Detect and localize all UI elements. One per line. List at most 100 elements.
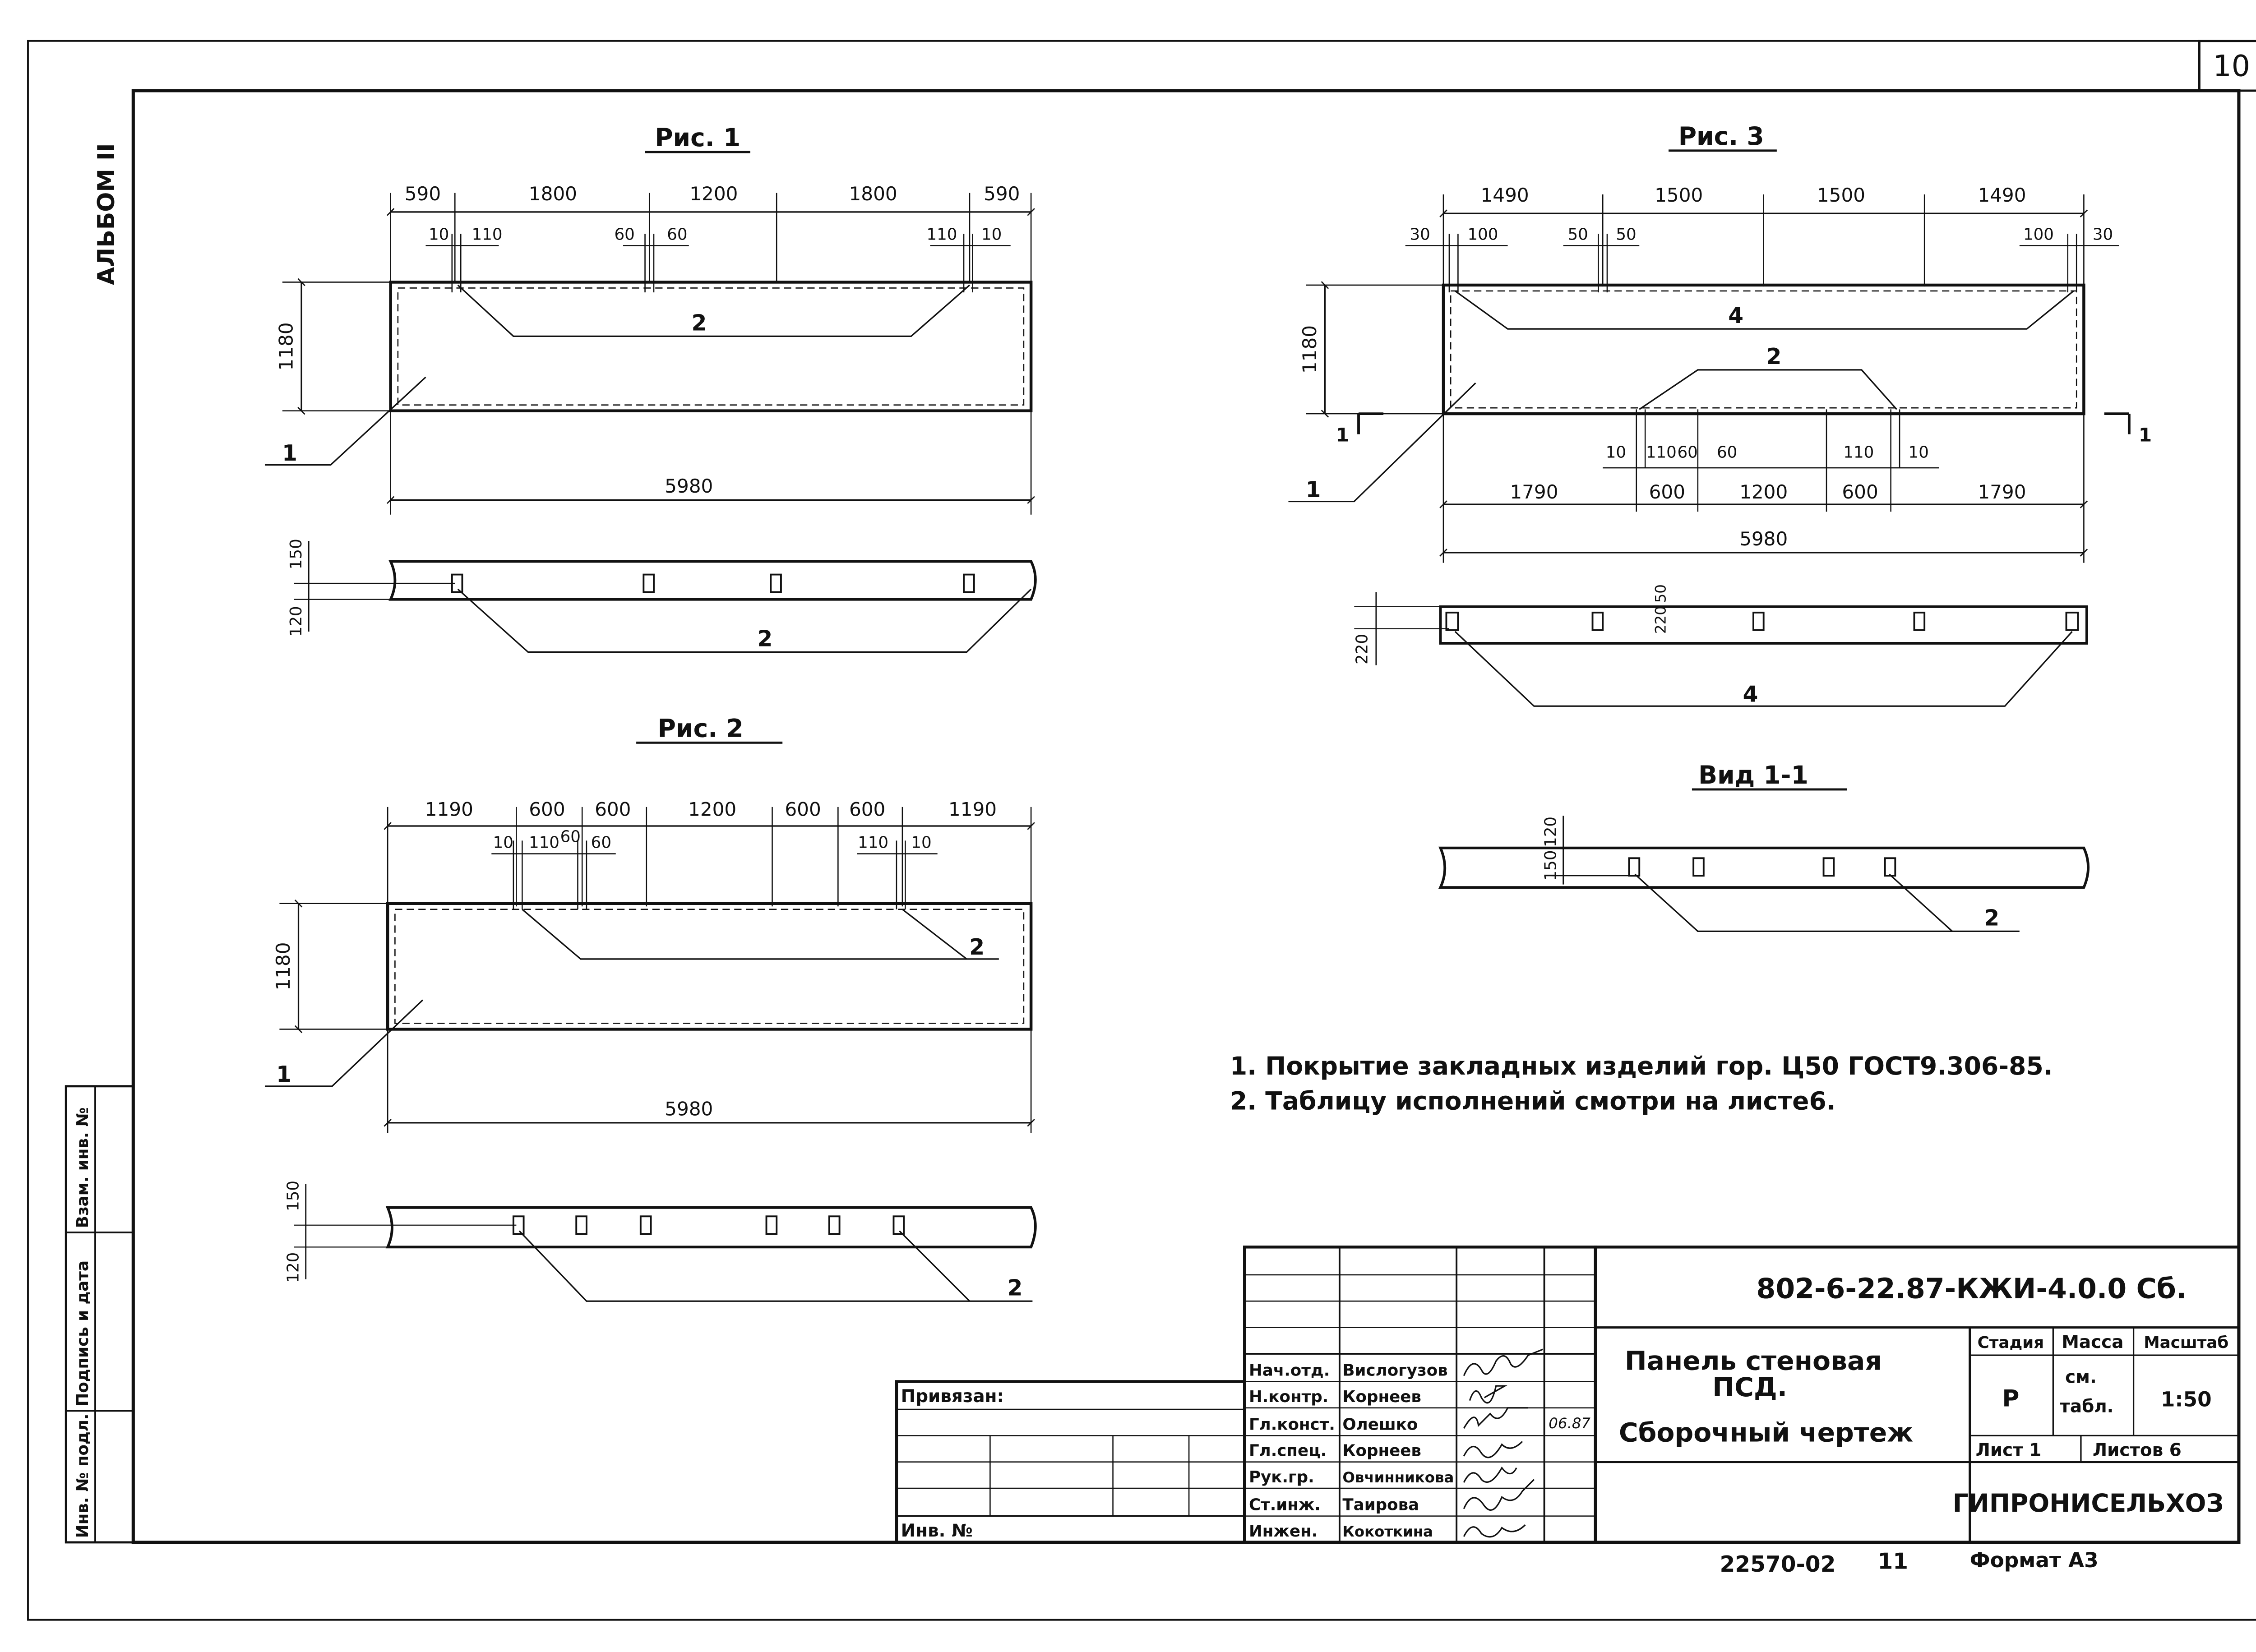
role-label: Рук.гр.	[1249, 1468, 1314, 1486]
mass-value-2: табл.	[2060, 1397, 2113, 1417]
fig3-section-mark: 1	[2139, 424, 2152, 446]
fig2-dim: 1200	[688, 798, 736, 820]
side-stamp: Взам. инв. № Подпись и дата Инв. № подл.	[65, 1085, 134, 1544]
fig1-leader-2: 2	[692, 310, 707, 336]
fig3-dim: 1500	[1817, 184, 1865, 206]
fig3-length-dim: 5980	[1739, 528, 1788, 550]
fig2-leader-2: 2	[969, 935, 985, 960]
fig2-subdim: 10	[911, 834, 931, 852]
note-2: 2. Таблицу исполнений смотри на листе6.	[1230, 1087, 1836, 1116]
stamp-podpis: Подпись и дата	[74, 1260, 92, 1407]
drawing-title-3: Сборочный чертеж	[1619, 1417, 1913, 1448]
fig1-side-leader: 2	[757, 626, 772, 651]
figure-2: Рис. 2 1190 600 600 1200 600 600 1190 10…	[264, 714, 1037, 1302]
fig2-subdim: 110	[529, 834, 559, 852]
fig1-leader-1: 1	[282, 441, 297, 466]
fig3-bottom-dim: 1790	[1978, 481, 2026, 503]
fig2-title: Рис. 2	[658, 714, 744, 743]
fig3-leader-4: 4	[1728, 303, 1743, 328]
title-block: Нач.отд. Н.контр. Гл.конст. Гл.спец. Рук…	[895, 1246, 2241, 1544]
fig1-dim: 1800	[849, 183, 897, 205]
fig1-subdim: 10	[981, 225, 1002, 244]
page-number: 11	[1877, 1549, 1908, 1574]
role-label: Гл.конст.	[1249, 1415, 1335, 1434]
fig3-leader-2: 2	[1766, 344, 1781, 369]
fig2-dim: 600	[785, 798, 821, 820]
fig3-side-dim: 220	[1353, 634, 1371, 664]
fig2-subdim: 60	[591, 834, 611, 852]
person-name: Олешко	[1342, 1415, 1418, 1434]
fig2-dim: 1190	[425, 798, 473, 820]
mass-header: Масса	[2062, 1332, 2123, 1352]
sheets-label: Листов 6	[2093, 1440, 2182, 1461]
fig3-bottom-dim: 600	[1842, 481, 1878, 503]
fig2-subdim: 110	[858, 834, 888, 852]
role-label: Нач.отд.	[1249, 1361, 1330, 1380]
stage-value: Р	[2002, 1385, 2019, 1412]
drawing-title-1: Панель стеновая	[1625, 1346, 1882, 1376]
fig2-side-dim: 150	[284, 1181, 303, 1211]
figure-3: Рис. 3 1490 1500 1500 1490 30 100 50 50 …	[1288, 122, 2152, 707]
person-name: Кокоткина	[1342, 1523, 1433, 1540]
fig3-side-leader: 4	[1743, 682, 1758, 707]
fig1-subdim: 110	[472, 225, 503, 244]
note-1: 1. Покрытие закладных изделий гор. Ц50 Г…	[1230, 1052, 2053, 1080]
fig2-subdim: 10	[493, 834, 513, 852]
fig3-title: Рис. 3	[1678, 122, 1764, 151]
fig1-side-dim: 120	[287, 606, 305, 637]
fig3-subdim-bottom: 110	[1646, 443, 1677, 461]
fig3-subdim-top: 100	[1467, 225, 1498, 244]
view11-title: Вид 1-1	[1698, 761, 1808, 789]
sheet-number-box	[2198, 40, 2256, 92]
fig3-bottom-dim: 1790	[1510, 481, 1558, 503]
stage-header: Стадия	[1978, 1334, 2044, 1352]
album-label: АЛЬБОМ II	[93, 143, 120, 285]
fig2-dim: 600	[849, 798, 885, 820]
sheet-label: Лист 1	[1976, 1440, 2042, 1461]
signatures	[1463, 1348, 1543, 1538]
notes: 1. Покрытие закладных изделий гор. Ц50 Г…	[1230, 1052, 2053, 1116]
doc-code: 802-6-22.87-КЖИ-4.0.0 Сб.	[1756, 1273, 2187, 1305]
fig3-bottom-dim: 600	[1649, 481, 1685, 503]
fig3-subdim-bottom: 10	[1606, 443, 1626, 461]
person-name: Вислогузов	[1342, 1361, 1447, 1380]
view11-leader: 2	[1984, 905, 1999, 931]
role-label: Н.контр.	[1249, 1388, 1328, 1406]
person-name: Таирова	[1342, 1496, 1419, 1514]
view11-side-dim: 150	[1542, 850, 1560, 881]
fig3-side-dim: 50	[1652, 584, 1669, 603]
fig3-subdim-bottom: 110	[1843, 443, 1874, 461]
fig1-dim: 1800	[529, 183, 577, 205]
figure-1: Рис. 1 590 1800 1200 1800 590 10 110 60 …	[264, 123, 1037, 653]
scale-value: 1:50	[2161, 1388, 2212, 1412]
fig3-dim: 1490	[1978, 184, 2026, 206]
role-label: Инжен.	[1249, 1522, 1318, 1541]
fig2-dim: 600	[595, 798, 631, 820]
role-label: Гл.спец.	[1249, 1442, 1327, 1460]
fig1-subdim: 110	[926, 225, 957, 244]
organization: ГИПРОНИСЕЛЬХОЗ	[1953, 1489, 2224, 1518]
fig1-subdim: 60	[667, 225, 687, 244]
fig1-side-dim: 150	[287, 539, 305, 569]
fig3-leader-1: 1	[1306, 477, 1321, 503]
archive-number: 22570-02	[1720, 1552, 1835, 1577]
fig1-height-dim: 1180	[275, 322, 297, 370]
fig2-dim: 600	[529, 798, 565, 820]
person-name: Корнеев	[1342, 1388, 1421, 1406]
person-name: Корнеев	[1342, 1442, 1421, 1460]
fig3-subdim-bottom: 10	[1909, 443, 1929, 461]
fig1-length-dim: 5980	[665, 475, 713, 497]
fig3-subdim-top: 30	[1410, 225, 1430, 244]
fig3-section-mark: 1	[1336, 424, 1349, 446]
scale-header: Масштаб	[2144, 1334, 2228, 1352]
fig1-subdim: 10	[429, 225, 449, 244]
stamp-vzam: Взам. инв. №	[74, 1107, 92, 1228]
inv-no-label: Инв. №	[901, 1521, 973, 1541]
fig2-side-leader: 2	[1008, 1275, 1023, 1301]
privyazan-label: Привязан:	[901, 1386, 1004, 1407]
fig3-dim: 1490	[1481, 184, 1529, 206]
sheet-number: 10	[2213, 50, 2250, 83]
fig2-dim: 1190	[948, 798, 997, 820]
fig3-side-dim: 220	[1652, 606, 1669, 634]
fig3-subdim-bottom: 60	[1678, 443, 1698, 461]
